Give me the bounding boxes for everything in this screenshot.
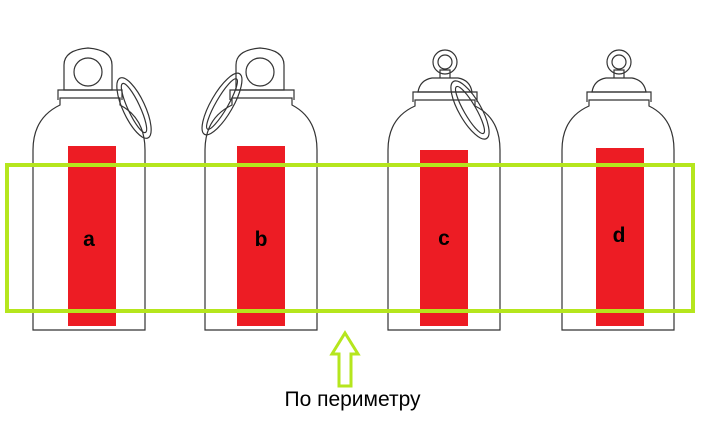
cap-hole xyxy=(245,57,275,87)
bottle-d-label: d xyxy=(613,224,626,247)
bottle-body xyxy=(204,97,318,331)
print-zone-a xyxy=(68,146,116,326)
cap-ring xyxy=(432,49,458,75)
bottle-c xyxy=(387,49,501,331)
perimeter-frame xyxy=(5,163,695,313)
bottle-cap xyxy=(63,47,113,91)
print-zone-b xyxy=(237,146,285,326)
bottle-body xyxy=(561,99,675,331)
bottle-b-label: b xyxy=(255,228,268,251)
bottle-a-label: a xyxy=(83,228,95,251)
bottle-body xyxy=(387,99,501,331)
caption-perimeter: По периметру xyxy=(284,388,421,411)
bottle-a xyxy=(32,47,152,331)
bottle-cap xyxy=(417,77,473,93)
carabiner-inner xyxy=(454,85,486,135)
bottle-body xyxy=(32,97,146,331)
bottle-c-label: c xyxy=(438,227,450,250)
print-zone-c xyxy=(420,150,468,326)
cap-ring xyxy=(606,49,632,75)
cap-hole xyxy=(73,57,103,87)
cap-ring-stem xyxy=(439,69,451,78)
bottle-b xyxy=(201,47,318,331)
cap-ring-stem xyxy=(613,69,625,78)
bottle-cap xyxy=(591,77,647,93)
cap-ring-inner xyxy=(611,54,627,70)
bottle-d xyxy=(561,49,675,331)
carabiner-inner xyxy=(205,78,239,130)
cap-ring-inner xyxy=(437,54,453,70)
carabiner xyxy=(116,77,152,139)
bottle-cap xyxy=(235,47,285,91)
carabiner-inner xyxy=(120,82,148,134)
print-zone-d xyxy=(596,148,644,326)
up-arrow-outline-icon xyxy=(329,330,361,388)
carabiner xyxy=(450,80,490,140)
carabiner xyxy=(201,72,243,136)
